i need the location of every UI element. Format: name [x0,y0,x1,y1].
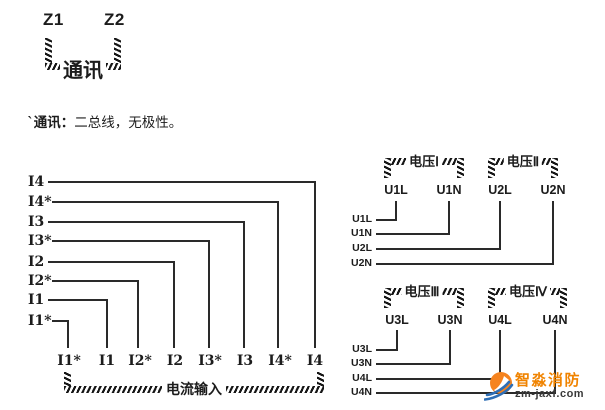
wire-label-i2s: I2* [28,273,52,289]
wire-label-i3s: I3* [28,233,52,249]
comm-bracket-left [45,38,52,70]
wire-label-i4: I4 [28,174,45,190]
note-prefix: ` [27,115,34,131]
voltage4-bracket-left [488,288,495,308]
voltage3-bracket-left [384,288,391,308]
wire-label-i4s: I4* [28,194,52,210]
terminal-i1: I1 [98,353,116,369]
voltage1-bracket-left [384,158,391,178]
current-bracket-label: 电流输入 [162,379,226,399]
voltage2-label: 电压Ⅱ [503,151,543,170]
current-bracket-right [317,372,324,389]
terminal-u3n: U3N [437,313,463,327]
terminal-u4l: U4L [488,313,512,327]
current-bracket-left [64,372,71,389]
terminal-i2: I2 [166,353,184,369]
terminal-i4s: I4* [268,353,292,369]
voltage1-label: 电压Ⅰ [406,151,442,170]
terminal-z1: Z1 [43,10,64,29]
pin-label-u2n: U2N [340,257,372,270]
comm-bracket-label: 通讯 [60,54,106,83]
terminal-u1l: U1L [384,183,408,197]
voltage3-bracket-right [457,288,464,308]
terminal-u2n: U2N [540,183,566,197]
terminal-i1s: I1* [57,353,81,369]
pin-label-u1l: U1L [340,213,372,226]
terminal-i3: I3 [236,353,254,369]
wire-label-i1s: I1* [28,313,52,329]
voltage2-bracket-right [551,158,558,178]
terminal-i4: I4 [306,353,324,369]
comm-note: `通讯：二总线，无极性。 [27,111,182,131]
comm-bracket-right [114,38,121,70]
voltage3-label: 电压Ⅲ [401,281,443,300]
pin-label-u3n: U3N [340,357,372,370]
terminal-i2s: I2* [128,353,152,369]
pin-label-u4l: U4L [340,372,372,385]
watermark-domain: zm-jaxf.com [515,388,585,400]
voltage1-bracket-right [457,158,464,178]
terminal-u3l: U3L [385,313,409,327]
watermark-logo-icon [483,370,516,402]
terminal-z2: Z2 [104,10,125,29]
note-text: 二总线，无极性。 [74,115,183,131]
watermark-brand: 智淼消防 [515,372,582,389]
terminal-u2l: U2L [488,183,512,197]
voltage4-bracket-right [560,288,567,308]
terminal-u4n: U4N [542,313,568,327]
wire-label-i3: I3 [28,214,45,230]
terminal-i3s: I3* [198,353,222,369]
pin-label-u3l: U3L [340,343,372,356]
note-term: 通讯： [33,115,75,131]
pin-label-u4n: U4N [340,386,372,399]
pin-label-u1n: U1N [340,227,372,240]
voltage4-label: 电压Ⅳ [506,281,550,300]
pin-label-u2l: U2L [340,242,372,255]
wire-label-i2: I2 [28,254,45,270]
voltage2-bracket-left [488,158,495,178]
wire-label-i1: I1 [28,292,45,308]
terminal-u1n: U1N [436,183,462,197]
